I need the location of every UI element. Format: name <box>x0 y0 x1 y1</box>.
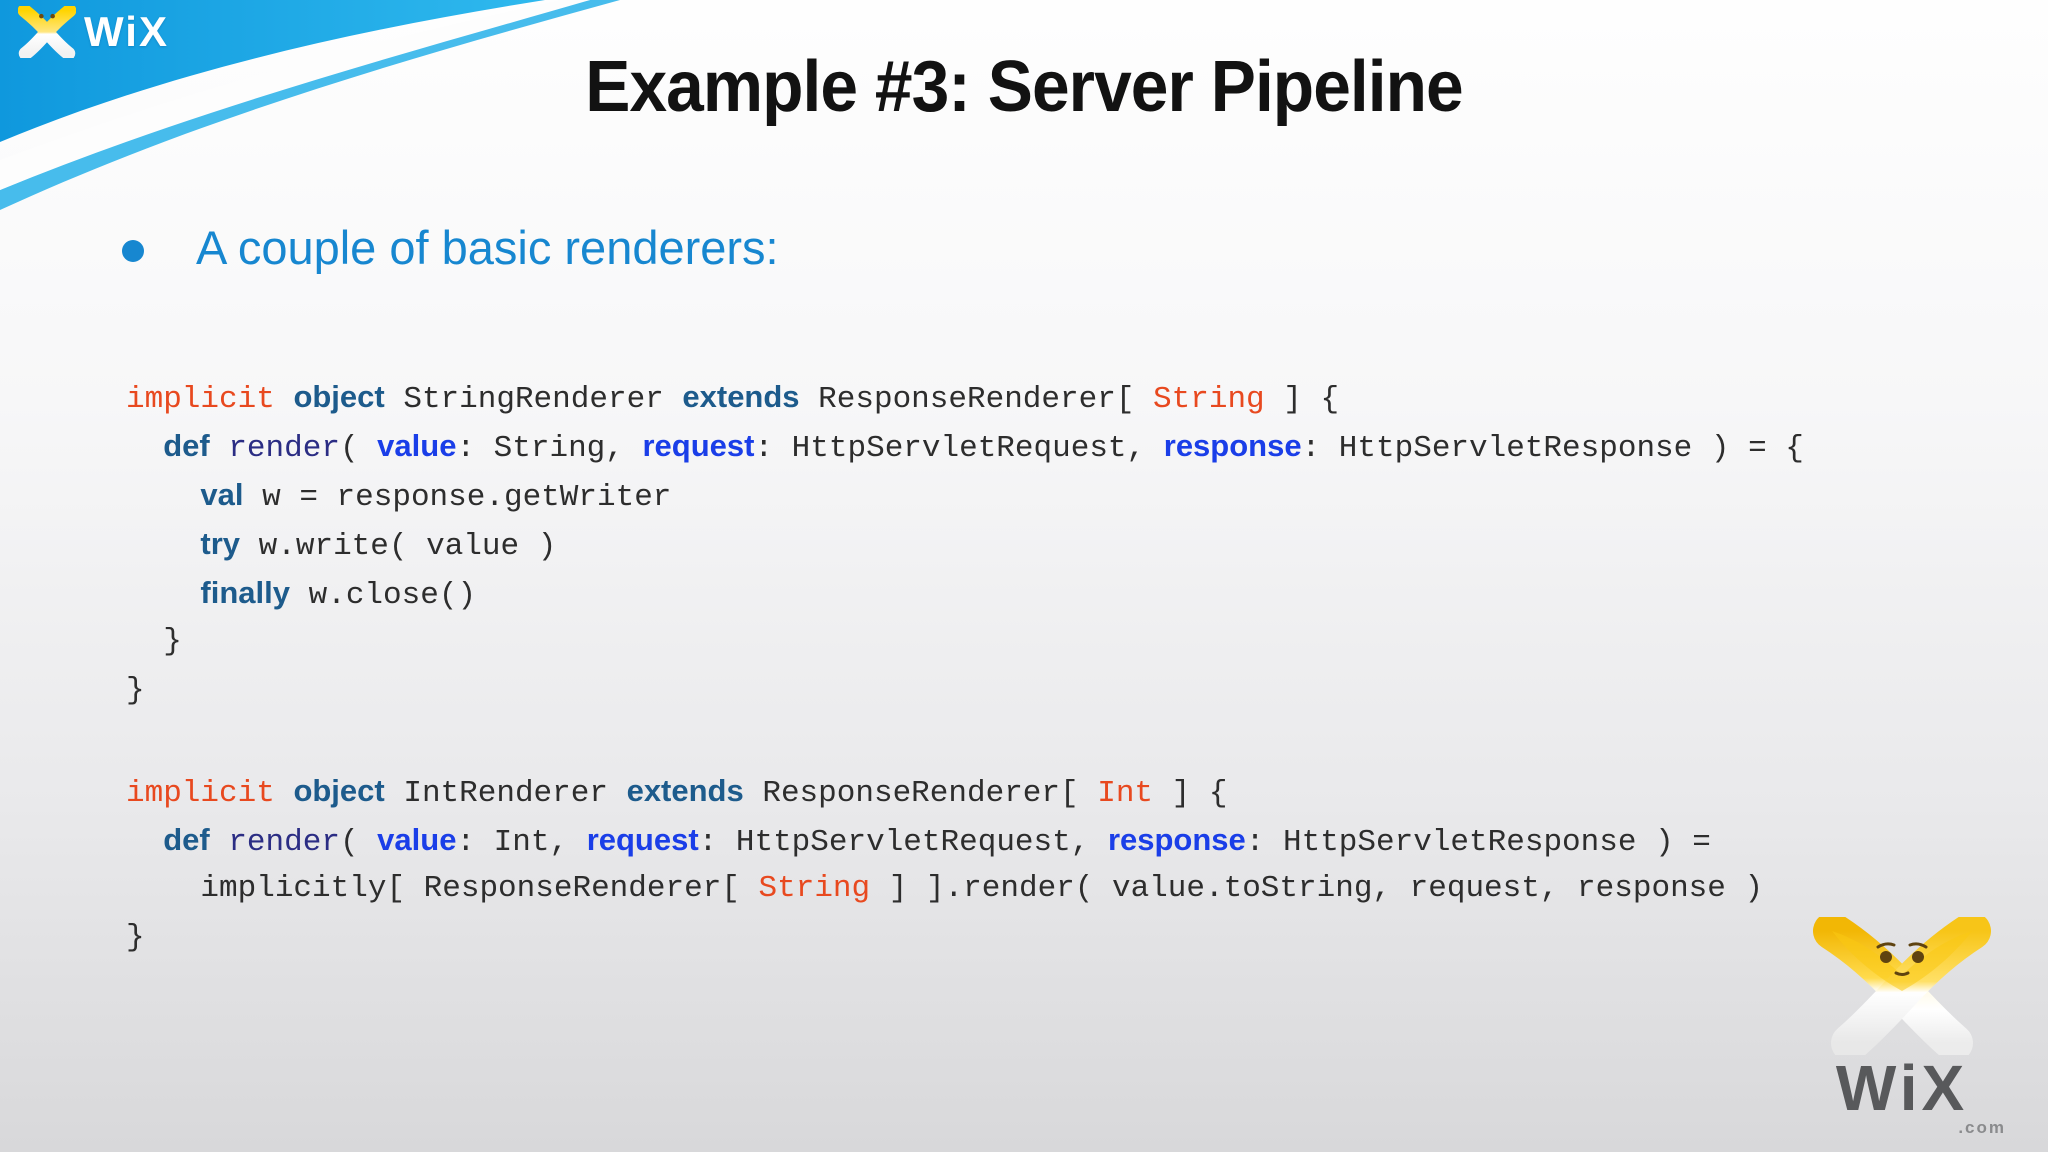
code-token: implicitly[ ResponseRenderer[ <box>126 871 759 906</box>
code-block-int-renderer: implicit object IntRenderer extends Resp… <box>126 766 1763 962</box>
code-token: extends <box>626 773 744 808</box>
code-token: StringRenderer <box>384 382 683 417</box>
code-line: def render( value: Int, request: HttpSer… <box>126 815 1763 864</box>
code-line: } <box>126 617 1804 666</box>
code-token: val <box>200 477 244 512</box>
wix-mascot-icon <box>1813 912 1991 1062</box>
wix-domain-label: .com <box>1958 1118 2006 1137</box>
wix-header-logo: WiX <box>18 6 169 58</box>
code-token: IntRenderer <box>384 776 627 811</box>
code-token: } <box>126 673 145 708</box>
code-token: ] { <box>1264 382 1340 417</box>
code-token <box>275 776 294 811</box>
code-token: try <box>200 526 241 561</box>
wix-footer-wordmark: WiX <box>1835 1052 1969 1124</box>
code-line: try w.write( value ) <box>126 519 1804 568</box>
code-token: response <box>1107 822 1246 857</box>
code-token <box>210 431 229 466</box>
bullet-item: A couple of basic renderers: <box>122 220 779 275</box>
code-token: ( <box>339 431 378 466</box>
code-token: def <box>163 822 210 857</box>
code-token: object <box>293 773 385 808</box>
code-token <box>210 825 229 860</box>
code-token: render <box>228 825 340 860</box>
code-token: } <box>126 624 182 659</box>
code-token: : HttpServletRequest, <box>754 431 1164 466</box>
wix-header-wordmark: WiX <box>84 8 169 55</box>
code-token: : HttpServletResponse ) = <box>1245 825 1730 860</box>
code-block-string-renderer: implicit object StringRenderer extends R… <box>126 372 1804 715</box>
code-token <box>126 825 163 860</box>
code-token <box>126 480 200 515</box>
code-token: Int <box>1097 776 1154 811</box>
slide-title: Example #3: Server Pipeline <box>585 47 1463 127</box>
wix-mascot-icon <box>18 6 76 58</box>
code-token <box>126 431 163 466</box>
code-token: : Int, <box>456 825 587 860</box>
code-token: : HttpServletRequest, <box>698 825 1108 860</box>
code-token <box>275 382 294 417</box>
code-token: String <box>1153 382 1265 417</box>
code-token: render <box>228 431 340 466</box>
code-token: def <box>163 428 210 463</box>
code-token: value <box>377 428 457 463</box>
code-token: ResponseRenderer[ <box>799 382 1154 417</box>
code-line: val w = response.getWriter <box>126 470 1804 519</box>
code-token: response <box>1163 428 1302 463</box>
code-token: w.write( value ) <box>240 529 557 564</box>
code-token <box>126 578 200 613</box>
code-token: request <box>586 822 699 857</box>
code-line: def render( value: String, request: Http… <box>126 421 1804 470</box>
code-line: finally w.close() <box>126 568 1804 617</box>
wix-footer-logo: WiX .com <box>1784 912 2020 1138</box>
code-token: implicit <box>126 776 275 811</box>
bullet-marker-icon <box>122 239 144 262</box>
code-line: } <box>126 913 1763 962</box>
code-token <box>126 529 200 564</box>
code-line: implicit object StringRenderer extends R… <box>126 372 1804 421</box>
code-line: implicitly[ ResponseRenderer[ String ] ]… <box>126 864 1763 913</box>
code-token: ] { <box>1153 776 1228 811</box>
code-token: w.close() <box>290 578 477 613</box>
code-line: } <box>126 666 1804 715</box>
code-token: ( <box>339 825 378 860</box>
bullet-text: A couple of basic renderers: <box>196 221 779 274</box>
code-token: : String, <box>456 431 643 466</box>
code-token: finally <box>200 575 291 610</box>
code-token: String <box>758 871 871 906</box>
code-token: implicit <box>126 382 275 417</box>
code-token: request <box>642 428 755 463</box>
code-line: implicit object IntRenderer extends Resp… <box>126 766 1763 815</box>
code-token: : HttpServletResponse ) = { <box>1301 431 1804 466</box>
code-token: ResponseRenderer[ <box>743 776 1098 811</box>
code-token: extends <box>682 379 800 414</box>
code-token: w = response.getWriter <box>243 480 672 515</box>
code-token: } <box>126 920 145 955</box>
code-token: ] ].render( value.toString, request, res… <box>870 871 1764 906</box>
code-token: value <box>377 822 457 857</box>
code-token: object <box>293 379 385 414</box>
